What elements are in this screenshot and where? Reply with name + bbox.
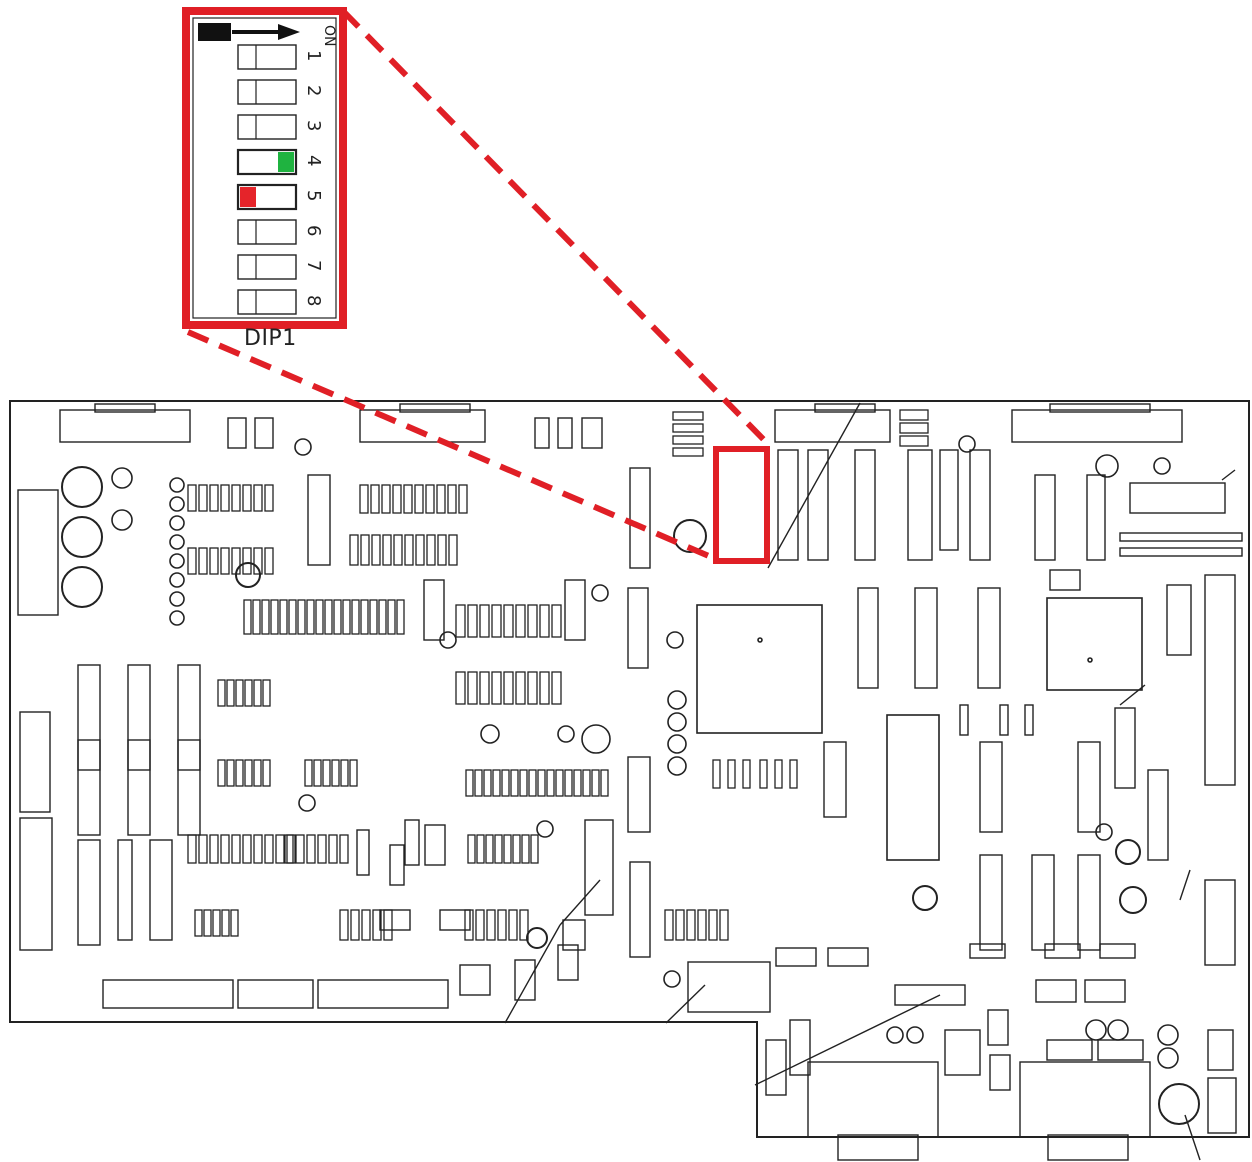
callout-lines [186, 8, 773, 563]
dip-switch-number: 6 [303, 225, 324, 236]
arrow-icon [232, 24, 300, 40]
on-marker-label: ON [321, 25, 337, 47]
dip-switch-5-toggle [240, 187, 256, 207]
dip-switch-number: 1 [303, 50, 324, 61]
dip-switch-3: 3 [237, 114, 324, 140]
dip-switch-number: 2 [303, 85, 324, 96]
board-components [17, 402, 1243, 1161]
dip-switch-label: DIP1 [244, 326, 297, 351]
dip-switch-4: 4 [236, 148, 324, 176]
dip-switch-8: 8 [237, 289, 324, 315]
dip-switch-7: 7 [237, 254, 324, 280]
on-marker-block [198, 23, 231, 41]
dip-switch-number: 3 [303, 120, 324, 131]
dip-switch-number: 8 [303, 295, 324, 306]
dip-switch-zoom: ON 1 2 3 4 5 6 7 8 [182, 7, 347, 329]
dip-switch-4-toggle [278, 152, 294, 172]
dip-switch-number: 4 [303, 155, 324, 166]
board-outline [9, 400, 1250, 1138]
dip-switch-number: 5 [303, 190, 324, 201]
dip-switch-2: 2 [237, 79, 324, 105]
dip-switch-1: 1 [237, 44, 324, 70]
dip-switch-5: 5 [236, 183, 324, 211]
dip-switch-6: 6 [237, 219, 324, 245]
dip-switch-number: 7 [303, 260, 324, 271]
board-dip-highlight [713, 446, 770, 564]
